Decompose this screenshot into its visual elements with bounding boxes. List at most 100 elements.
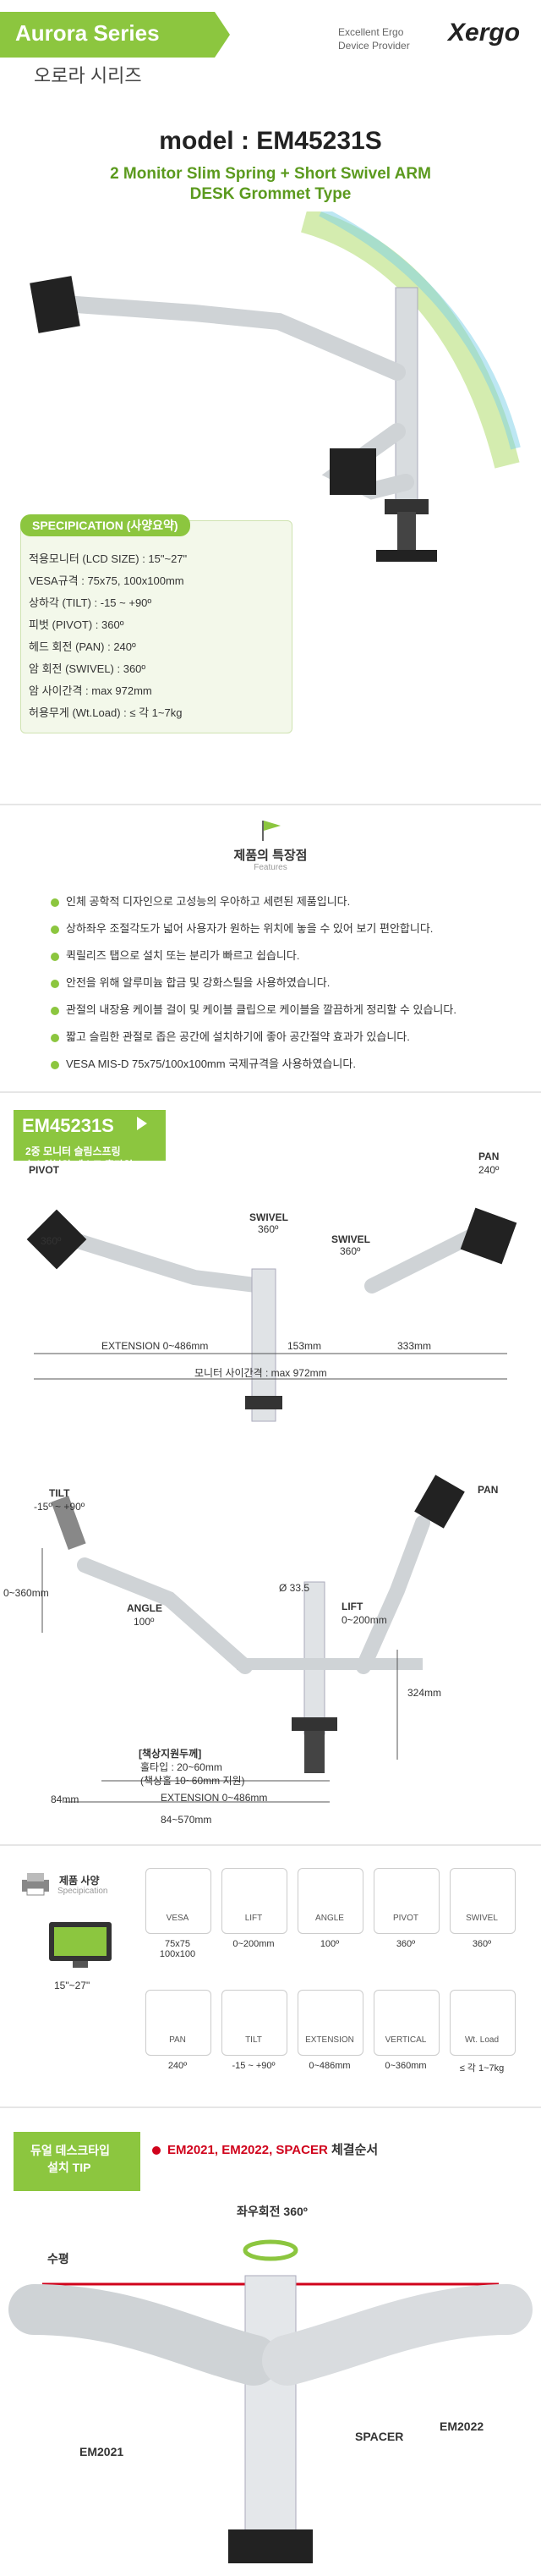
- rotate-label: 좌우회전 360º: [237, 2205, 308, 2218]
- bullet-icon: [51, 952, 59, 961]
- swivel1-label: SWIVEL: [249, 1211, 289, 1223]
- lift-label: LIFT: [342, 1601, 363, 1612]
- angle-value: 100º: [320, 1939, 340, 1949]
- brand-line2: Device Provider: [338, 40, 410, 52]
- tilt-value: -15 ~ +90º: [232, 2061, 276, 2071]
- model-subtitle1: 2 Monitor Slim Spring + Short Swivel ARM: [110, 165, 431, 183]
- spec-line-gap: 암 사이간격 : max 972mm: [29, 684, 152, 697]
- tilt-icon: [221, 1990, 287, 2056]
- pivot-label: PIVOT: [29, 1164, 60, 1176]
- feature-item: 짧고 슬림한 관절로 좁은 공간에 설치하기에 좋아 공간절약 효과가 있습니다…: [51, 1028, 410, 1044]
- pivot-value: 360º: [396, 1939, 416, 1949]
- h324-dim: 324mm: [407, 1687, 442, 1699]
- feature-item: 인체 공학적 디자인으로 고성능의 우아하고 세련된 제품입니다.: [51, 893, 350, 909]
- tilt-label: TILT: [49, 1487, 70, 1499]
- flag-icon: [262, 821, 281, 841]
- pivot-icon: [374, 1868, 440, 1934]
- tilt-deg: -15º ~ +90º: [34, 1501, 85, 1513]
- tip-tag: [14, 2132, 140, 2191]
- spacer-label: SPACER: [355, 2430, 404, 2443]
- top-view-diagram: [26, 1207, 517, 1422]
- lift-value: 0~200mm: [232, 1939, 275, 1949]
- vesa-value: 75x75 100x100: [159, 1939, 196, 1959]
- weight-value: ≤ 각 1~7kg: [459, 2063, 505, 2073]
- series-title: Aurora Series: [15, 20, 160, 46]
- weight-label: Wt. Load: [464, 2035, 500, 2045]
- spec-line-weight: 허용무게 (Wt.Load) : ≤ 각 1~7kg: [29, 706, 183, 719]
- model-subtitle2: DESK Grommet Type: [189, 185, 352, 203]
- bullet-icon: [51, 979, 59, 988]
- pivot-deg: 360º: [41, 1235, 62, 1247]
- series-title-ko: 오로라 시리즈: [34, 65, 142, 86]
- angle-icon: [298, 1868, 363, 1934]
- lift-label-2: LIFT: [244, 1914, 263, 1923]
- model-tag-sub2: +숏스위블암 데스크 홀타입: [19, 1159, 134, 1171]
- red-bullet-icon: [152, 2146, 161, 2156]
- play-icon: [137, 1117, 147, 1130]
- model-title: model : EM45231S: [159, 127, 382, 155]
- brand-line1: Excellent Ergo: [338, 26, 404, 38]
- tip-heading: EM2021, EM2022, SPACER 체결순서: [152, 2140, 378, 2158]
- diameter-dim: Ø 33.5: [279, 1582, 310, 1594]
- feature-item: 안전을 위해 알루미늄 합금 및 강화스틸을 사용하였습니다.: [51, 974, 330, 990]
- pivot-label-2: PIVOT: [392, 1914, 418, 1923]
- bullet-icon: [51, 1060, 59, 1069]
- extension-dim: EXTENSION 0~486mm: [101, 1340, 209, 1352]
- bullet-icon: [51, 898, 59, 907]
- lift-icon: [221, 1868, 287, 1934]
- divider: [0, 804, 541, 805]
- swivel1-deg: 360º: [258, 1223, 279, 1235]
- feature-item: VESA MIS-D 75x75/100x100mm 국제규격을 사용하였습니다…: [51, 1055, 356, 1071]
- vesa-label: VESA: [166, 1914, 189, 1923]
- spec-line-pivot: 피벗 (PIVOT) : 360º: [29, 618, 124, 631]
- series-tag: [0, 12, 230, 58]
- mid-dim: 153mm: [287, 1340, 322, 1352]
- swivel-icon: [450, 1868, 516, 1934]
- spec-line-vesa: VESA규격 : 75x75, 100x100mm: [29, 574, 184, 587]
- product-hero-image: [30, 211, 521, 562]
- swivel-value: 360º: [472, 1939, 492, 1949]
- vertical-value: 0~360mm: [385, 2061, 427, 2071]
- d84-dim: 84mm: [51, 1793, 79, 1805]
- swivel-label-2: SWIVEL: [466, 1914, 498, 1923]
- features-subtitle: Features: [254, 863, 287, 872]
- weight-icon: [450, 1990, 516, 2056]
- side-view-diagram: [41, 1475, 465, 1803]
- angle-label: ANGLE: [127, 1602, 162, 1614]
- divider: [0, 2106, 541, 2108]
- feature-item: 상하좌우 조절각도가 넓어 사용자가 원하는 위치에 놓을 수 있어 보기 편안…: [51, 920, 433, 936]
- lcd-range: 15"~27": [54, 1980, 90, 1991]
- desk-line2: (책상홀 10~60mm 지원): [140, 1775, 245, 1787]
- gap-dim: 모니터 사이간격 : max 972mm: [194, 1367, 327, 1379]
- swivel2-deg: 360º: [340, 1245, 361, 1257]
- spec-line-lcd: 적용모니터 (LCD SIZE) : 15"~27": [29, 552, 188, 565]
- tip-tag-line2: 설치 TIP: [47, 2161, 91, 2174]
- angle-deg: 100º: [134, 1616, 155, 1628]
- extension-label: EXTENSION: [305, 2035, 354, 2045]
- spec-line-swivel: 암 회전 (SWIVEL) : 360º: [29, 662, 146, 675]
- bullet-icon: [51, 1006, 59, 1015]
- extension-value: 0~486mm: [309, 2061, 351, 2071]
- lift-range: 0~200mm: [342, 1614, 387, 1626]
- monitor-icon: [49, 1922, 112, 1968]
- spec-icons-sub: Specipication: [57, 1887, 108, 1896]
- pan-value: 240º: [167, 2061, 188, 2071]
- extension-icon: [298, 1990, 363, 2056]
- total-dim: 84~570mm: [161, 1814, 212, 1826]
- model-tag-sub1: 2중 모니터 슬림스프링: [25, 1145, 121, 1157]
- em2022-label: EM2022: [440, 2419, 484, 2433]
- divider: [0, 1091, 541, 1093]
- spec-icons-title: 제품 사양: [59, 1875, 100, 1887]
- bullet-icon: [51, 1033, 59, 1042]
- spec-line-tilt: 상하각 (TILT) : -15 ~ +90º: [29, 596, 152, 609]
- right-dim: 333mm: [397, 1340, 432, 1352]
- brand-logo: Xergo: [448, 19, 521, 47]
- printer-icon: [22, 1873, 49, 1896]
- tip-tag-line1: 듀얼 데스크타입: [30, 2144, 111, 2157]
- brand-tagline: Excellent Ergo Device Provider: [338, 25, 410, 52]
- feature-item: 관절의 내장용 케이블 걸이 및 케이블 클립으로 케이블을 깔끔하게 정리할 …: [51, 1001, 456, 1017]
- pan-label: PAN: [478, 1151, 500, 1162]
- pan-label-2: PAN: [478, 1484, 499, 1496]
- vertical-icon: [374, 1990, 440, 2056]
- bullet-icon: [51, 925, 59, 934]
